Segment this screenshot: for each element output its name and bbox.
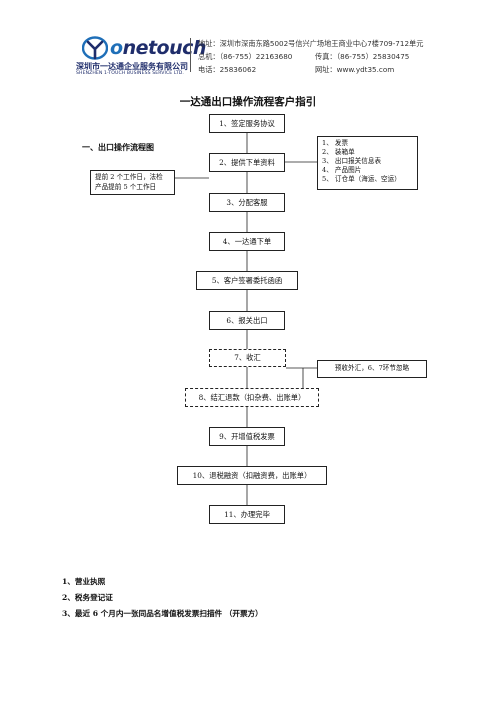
brand-name: onetouch (110, 37, 206, 59)
documents-list-item: 3、 出口报关信息表 (322, 157, 382, 165)
requirement-item-1: 1、营业执照 (62, 577, 106, 586)
company-name-en: SHENZHEN 1-TOUCH BUSINESS SERVICE LTD. (76, 71, 184, 76)
flow-step-1: 1、签定服务协议 (209, 114, 285, 133)
requirement-item-2: 2、税务登记证 (62, 593, 113, 602)
flow-step-9: 9、开增值税发票 (209, 427, 285, 446)
header-divider (190, 38, 191, 72)
company-name-cn: 深圳市一达通企业服务有限公司 (76, 62, 188, 71)
documents-list-item: 2、 装箱单 (322, 148, 355, 156)
flow-step-7: 7、收汇 (209, 349, 286, 367)
fax: 传真：（86-755）25830475 (315, 52, 410, 61)
documents-list-item: 4、 产品图片 (322, 166, 362, 174)
documents-list-item: 5、 订仓单（海运、空运） (322, 175, 401, 183)
phone-main: 总机：（86-755）22163680 (198, 52, 293, 61)
flow-step-2: 2、提供下单资料 (209, 153, 285, 172)
flow-step-4: 4、一达通下单 (209, 232, 285, 251)
flow-step-5: 5、客户签署委托函函 (196, 271, 298, 290)
document-title: 一达通出口操作流程客户指引 (179, 96, 317, 108)
flow-step-3: 3、分配客服 (209, 193, 285, 212)
flow-step-8: 8、结汇退款（扣杂费、出账单） (185, 388, 319, 407)
flow-step-6: 6、报关出口 (209, 311, 285, 330)
flow-step-10: 10、退税融资（扣融资费，出账单） (177, 466, 327, 485)
lead-time-note-line: 产品提前 5 个工作日 (95, 182, 157, 191)
section-title: 一、出口操作流程图 (82, 142, 154, 152)
onetouch-logo-icon (82, 36, 108, 60)
flow-step-11: 11、办理完毕 (209, 505, 285, 524)
documents-list-note: 1、 发票 2、 装箱单 3、 出口报关信息表 4、 产品图片 5、 订仓单（海… (317, 136, 418, 190)
address-line: 地址：深圳市深南东路5002号信兴广场地王商业中心7楼709-712单元 (198, 39, 424, 48)
prepayment-note: 预收外汇，6、7环节忽略 (317, 360, 427, 378)
phone: 电话：25836062 (198, 65, 257, 74)
website: 网址：www.ydt35.com (315, 65, 395, 74)
lead-time-note: 提前 2 个工作日，法检 产品提前 5 个工作日 (90, 170, 175, 195)
lead-time-note-line: 提前 2 个工作日，法检 (95, 173, 163, 181)
requirement-item-3: 3、最近 6 个月内一张同品名增值税发票扫描件 （开票方） (62, 609, 263, 618)
documents-list-item: 1、 发票 (322, 139, 349, 147)
